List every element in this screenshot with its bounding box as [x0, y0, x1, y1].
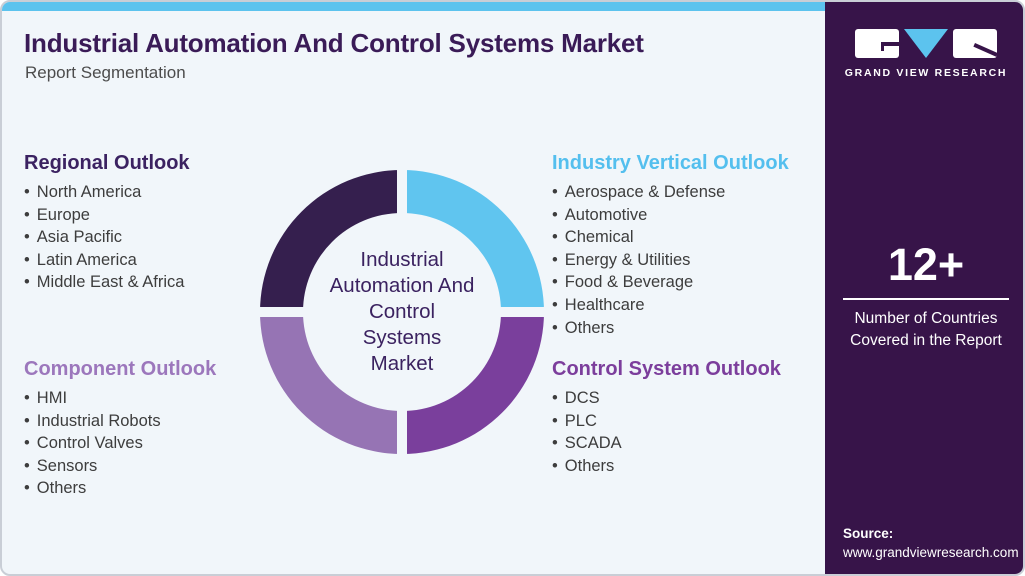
regional-outlook-list: North AmericaEuropeAsia PacificLatin Ame…	[24, 181, 264, 294]
list-item: Healthcare	[552, 294, 817, 317]
logo-g-bar	[881, 42, 899, 46]
list-item: Others	[552, 455, 817, 478]
list-item: DCS	[552, 387, 817, 410]
list-item: Chemical	[552, 226, 817, 249]
donut-gap-left	[256, 307, 308, 317]
sidebar: GRAND VIEW RESEARCH 12+ Number of Countr…	[825, 2, 1023, 574]
list-item: Industrial Robots	[24, 410, 264, 433]
brand-name: GRAND VIEW RESEARCH	[844, 67, 1008, 79]
list-item: Asia Pacific	[24, 226, 264, 249]
logo-r-leg	[973, 43, 997, 57]
source-label: Source:	[843, 526, 894, 541]
list-item: Europe	[24, 204, 264, 227]
logo-g-tick	[880, 42, 884, 51]
list-item: PLC	[552, 410, 817, 433]
list-item: Latin America	[24, 249, 264, 272]
donut-segment-bottom-left	[260, 312, 402, 454]
donut-chart: Industrial Automation And Control System…	[256, 166, 548, 458]
stat-divider	[843, 298, 1009, 300]
logo-v-triangle-icon	[904, 29, 948, 58]
list-item: Food & Beverage	[552, 271, 817, 294]
list-item: Sensors	[24, 455, 264, 478]
list-item: HMI	[24, 387, 264, 410]
list-item: Energy & Utilities	[552, 249, 817, 272]
section-control-system-outlook: Control System Outlook DCSPLCSCADAOthers	[552, 358, 817, 477]
section-industry-vertical-outlook: Industry Vertical Outlook Aerospace & De…	[552, 152, 817, 339]
list-item: Aerospace & Defense	[552, 181, 817, 204]
section-component-outlook: Component Outlook HMIIndustrial RobotsCo…	[24, 358, 264, 500]
list-item: SCADA	[552, 432, 817, 455]
list-item: North America	[24, 181, 264, 204]
industry-vertical-outlook-list: Aerospace & DefenseAutomotiveChemicalEne…	[552, 181, 817, 339]
section-regional-outlook: Regional Outlook North AmericaEuropeAsia…	[24, 152, 264, 294]
donut-svg	[256, 166, 548, 458]
list-item: Others	[552, 317, 817, 340]
stat-label: Number of Countries Covered in the Repor…	[850, 310, 1002, 349]
page-subtitle: Report Segmentation	[25, 63, 186, 82]
countries-stat: 12+ Number of Countries Covered in the R…	[825, 239, 1023, 352]
brand-logo: GRAND VIEW RESEARCH	[825, 29, 1023, 79]
list-item: Control Valves	[24, 432, 264, 455]
source-url: www.grandviewresearch.com	[843, 545, 1019, 560]
control-system-outlook-list: DCSPLCSCADAOthers	[552, 387, 817, 477]
donut-gap-bottom	[397, 406, 407, 458]
section-heading: Industry Vertical Outlook	[552, 152, 789, 174]
list-item: Middle East & Africa	[24, 271, 264, 294]
page-title: Industrial Automation And Control System…	[24, 28, 644, 58]
donut-center-label: Industrial Automation And Control System…	[329, 248, 475, 375]
section-heading: Control System Outlook	[552, 358, 781, 380]
section-heading: Regional Outlook	[24, 152, 190, 174]
stat-value: 12+	[887, 239, 965, 290]
donut-segment-top-left	[260, 170, 402, 312]
list-item: Automotive	[552, 204, 817, 227]
list-item: Others	[24, 477, 264, 500]
source-block: Source: www.grandviewresearch.com	[843, 526, 1019, 560]
logo-g-glyph-icon	[855, 29, 899, 58]
logo-r-glyph-icon	[953, 29, 997, 58]
donut-gap-right	[496, 307, 548, 317]
section-heading: Component Outlook	[24, 358, 217, 380]
top-accent-bar	[2, 2, 825, 11]
donut-segment-top-right	[402, 170, 544, 312]
donut-gap-top	[397, 166, 407, 218]
donut-segment-bottom-right	[402, 312, 544, 454]
component-outlook-list: HMIIndustrial RobotsControl ValvesSensor…	[24, 387, 264, 500]
gvr-logo-icon	[825, 29, 1023, 59]
